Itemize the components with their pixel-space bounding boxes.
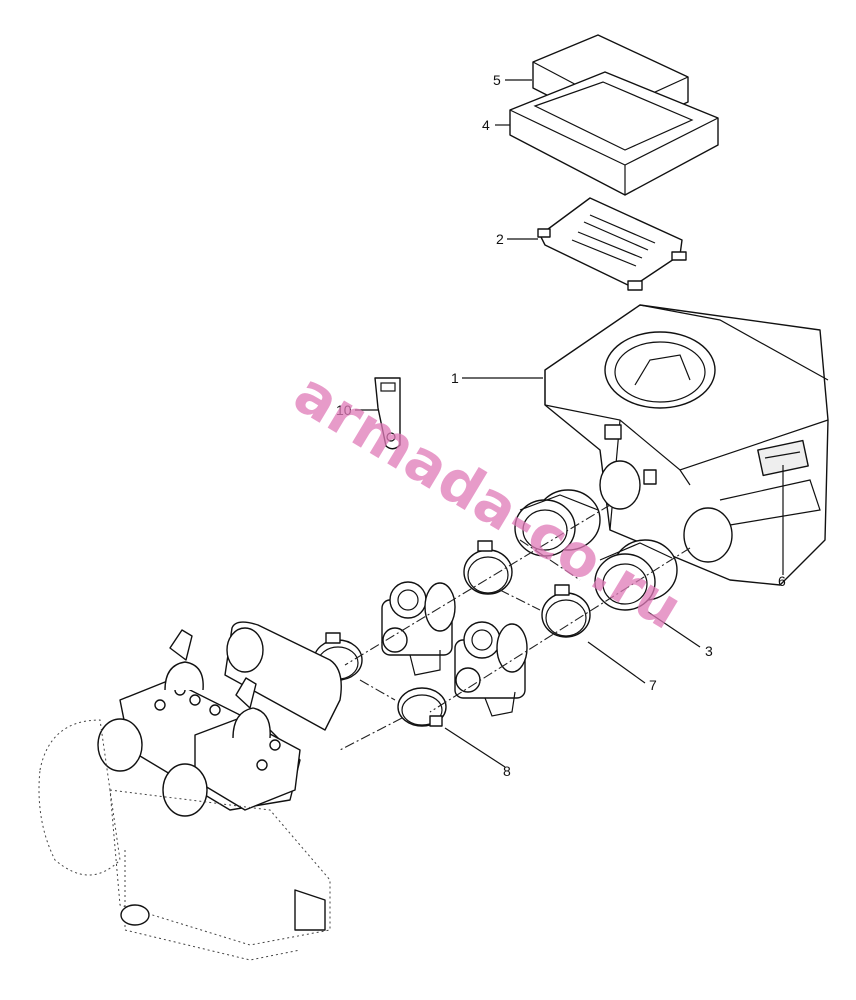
- carburetor-upper: [381, 581, 456, 676]
- assembly-center-lines: [339, 504, 691, 751]
- callout-leaders: [355, 79, 784, 768]
- callout-8: 8: [503, 763, 511, 779]
- part-7-clamp-b: [541, 584, 591, 638]
- callout-4: 4: [482, 117, 490, 133]
- part-8-clamp-b: [397, 687, 447, 727]
- callout-7: 7: [649, 677, 657, 693]
- part-2-filter-plate: [537, 197, 687, 291]
- callout-3: 3: [705, 643, 713, 659]
- part-10-strap: [374, 377, 401, 450]
- part-1-airbox-housing: [544, 304, 829, 586]
- callout-5: 5: [493, 72, 501, 88]
- callout-6: 6: [778, 573, 786, 589]
- callout-1: 1: [451, 370, 459, 386]
- part-3-intake-boot-upper: [514, 489, 601, 557]
- part-3-intake-boot-lower: [594, 539, 678, 611]
- part-7-clamp-a: [463, 540, 513, 595]
- engine-block: [38, 621, 342, 961]
- carburetor-lower: [454, 621, 528, 717]
- part-4-filter-frame: [509, 71, 719, 196]
- callout-10: 10: [336, 402, 352, 418]
- callout-2: 2: [496, 231, 504, 247]
